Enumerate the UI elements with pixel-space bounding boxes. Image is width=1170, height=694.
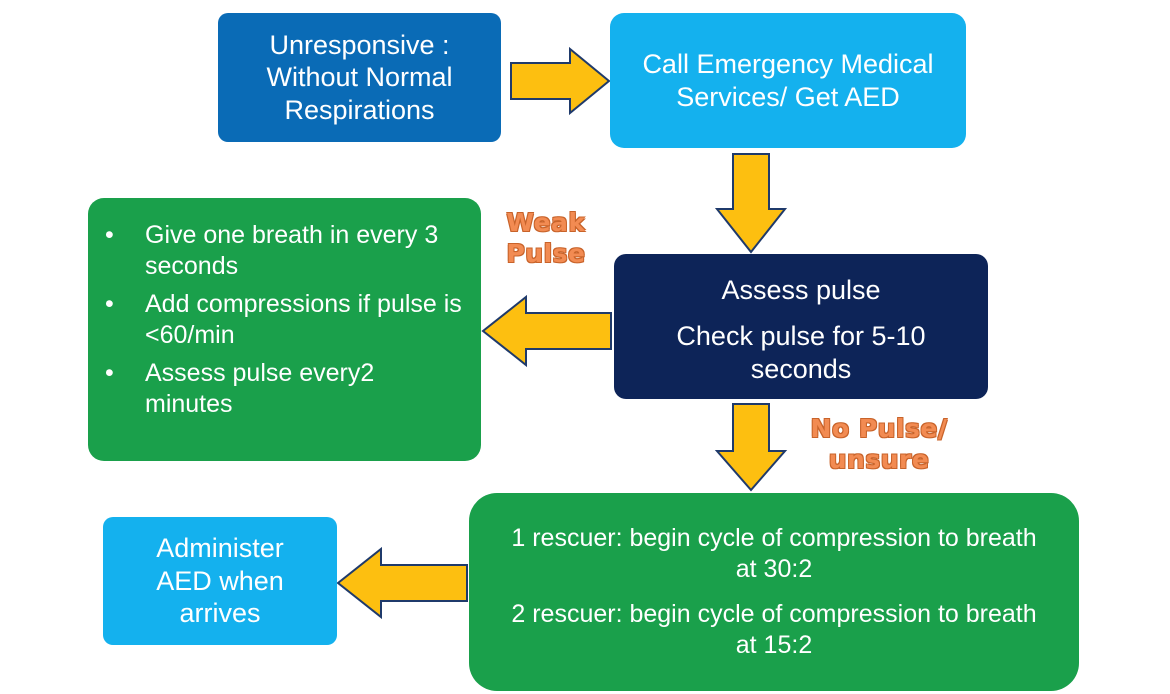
assess-pulse-title: Assess pulse [721,274,881,305]
no-pulse-label-line-1: No Pulse/ [810,414,948,443]
administer-aed-box: Administer AED when arrives [103,517,337,645]
action-text: Add compressions if pulse is <60/min [145,290,462,349]
unresponsive-line-3: Respirations [284,94,435,125]
call-ems-line-2: Services/ Get AED [676,81,900,112]
weak-pulse-label-line-2: Pulse [506,239,586,269]
one-rescuer-line-1: 1 rescuer: begin cycle of compression to… [511,523,1037,552]
weak-pulse-label: Weak Pulse [498,207,594,270]
bullet-icon: • [105,290,114,318]
weak-pulse-action-list: • Give one breath in every 3 seconds • A… [103,220,465,427]
arrow-assess-to-weak-pulse [481,294,613,368]
cpr-cycle-box: 1 rescuer: begin cycle of compression to… [469,493,1079,691]
no-pulse-label: No Pulse/ unsure [796,413,962,476]
action-text: Assess pulse every2 minutes [145,359,375,418]
administer-aed-line-1: Administer [156,533,284,564]
administer-aed-line-2: AED when [156,565,284,596]
two-rescuer-line-2: at 15:2 [735,631,813,660]
arrow-start-to-ems [510,46,611,116]
list-item: • Assess pulse every2 minutes [103,358,465,419]
assess-pulse-box: Assess pulse Check pulse for 5-10 second… [614,254,988,399]
call-ems-box: Call Emergency Medical Services/ Get AED [610,13,966,148]
one-rescuer-line-2: at 30:2 [735,554,813,583]
list-item: • Give one breath in every 3 seconds [103,220,465,281]
unresponsive-line-2: Without Normal [266,62,453,93]
two-rescuer-line-1: 2 rescuer: begin cycle of compression to… [511,600,1037,628]
arrow-cpr-to-aed [336,546,469,620]
unresponsive-line-1: Unresponsive : [269,29,450,60]
assess-pulse-line-2: seconds [750,353,852,384]
weak-pulse-label-line-1: Weak [506,208,586,237]
weak-pulse-actions-box: • Give one breath in every 3 seconds • A… [88,198,481,461]
action-text: Give one breath in every 3 seconds [145,221,439,280]
call-ems-line-1: Call Emergency Medical [642,49,934,80]
assess-pulse-line-1: Check pulse for 5-10 [676,321,926,352]
bullet-icon: • [105,359,114,387]
no-pulse-label-line-2: unsure [828,445,930,475]
arrow-ems-to-assess [714,153,788,254]
administer-aed-line-3: arrives [179,598,261,629]
unresponsive-box: Unresponsive : Without Normal Respiratio… [218,13,501,142]
bullet-icon: • [105,221,114,249]
arrow-assess-to-cpr [714,403,788,492]
list-item: • Add compressions if pulse is <60/min [103,289,465,350]
